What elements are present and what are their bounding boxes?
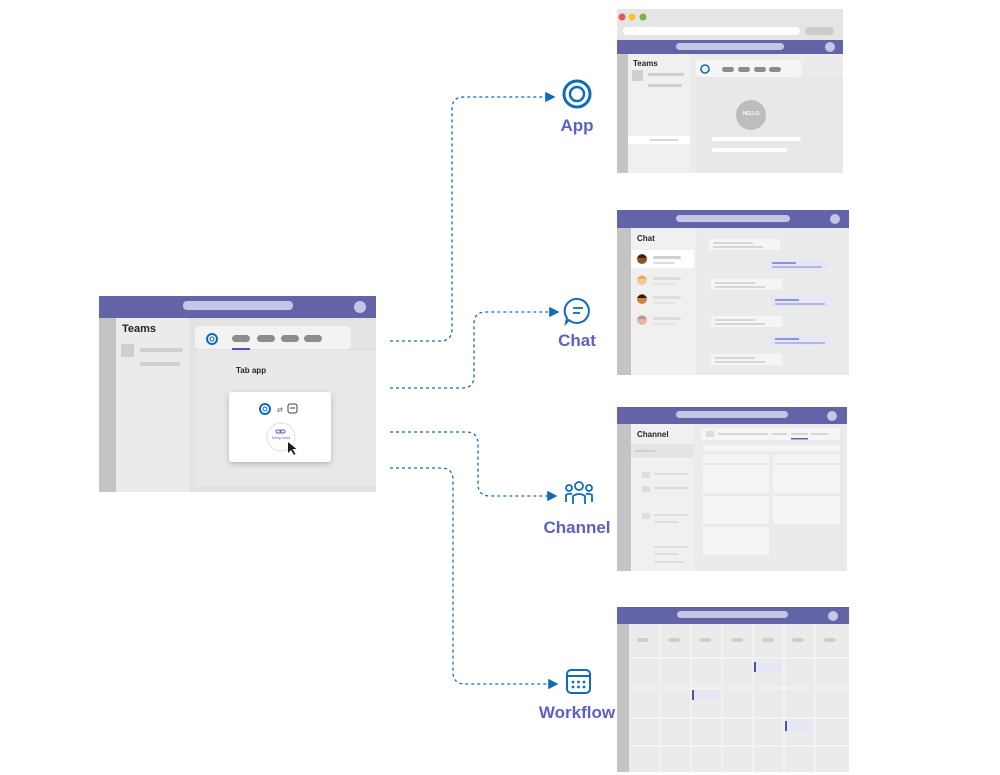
hello-avatar [736,100,766,130]
app-window [617,9,843,173]
avatar [354,301,366,313]
tab-heading: Tab app [236,366,267,375]
minimize-dot [628,13,636,21]
chat-window [617,210,849,375]
connector-app [390,91,556,342]
destination-label-chat: Chat [558,331,596,350]
chat-avatar-2 [637,275,647,285]
svg-text:⇄: ⇄ [277,406,283,414]
bot-icon [287,403,298,414]
app-ring-icon [562,79,592,109]
search-bar [183,301,293,310]
chat-avatar-1 [637,254,647,264]
address-bar [623,27,800,35]
chat-avatar-4 [637,315,647,325]
channel-window [617,407,847,571]
link-icon [275,429,282,434]
close-dot [618,13,626,21]
channel-window-sidebar-title: Channel [637,430,669,439]
event-3 [785,721,812,731]
hello-avatar-text: HELLO [742,111,760,117]
tab-4 [304,335,322,342]
sidebar-title: Teams [122,323,157,335]
chat-window-sidebar-title: Chat [637,234,655,243]
connectors [390,91,560,690]
maximize-dot [639,13,647,21]
people-team-icon [565,481,593,504]
cursor-icon [288,442,297,455]
connector-chat [390,306,560,389]
event-1 [754,662,781,672]
tab-1 [232,335,250,342]
app-ring-icon [206,333,218,345]
main-teams-window: ⇄ [99,296,376,492]
destination-label-app: App [560,116,594,135]
event-2 [692,690,720,700]
connector-workflow [390,467,559,690]
workflow-window [617,607,849,772]
deep-link-label[interactable]: Deep links [271,435,291,440]
app-window-sidebar-title: Teams [633,59,658,68]
chat-bubble-icon [563,297,590,327]
app-rail [99,318,116,492]
active-tab-underline [232,348,250,350]
tab-3 [281,335,299,342]
app-ring-icon [259,403,271,415]
destination-label-workflow: Workflow [538,703,616,722]
chat-avatar-3 [637,294,647,304]
connector-channel [390,431,558,502]
calendar-icon [566,669,591,694]
destination-label-channel: Channel [543,518,611,537]
tab-2 [257,335,275,342]
